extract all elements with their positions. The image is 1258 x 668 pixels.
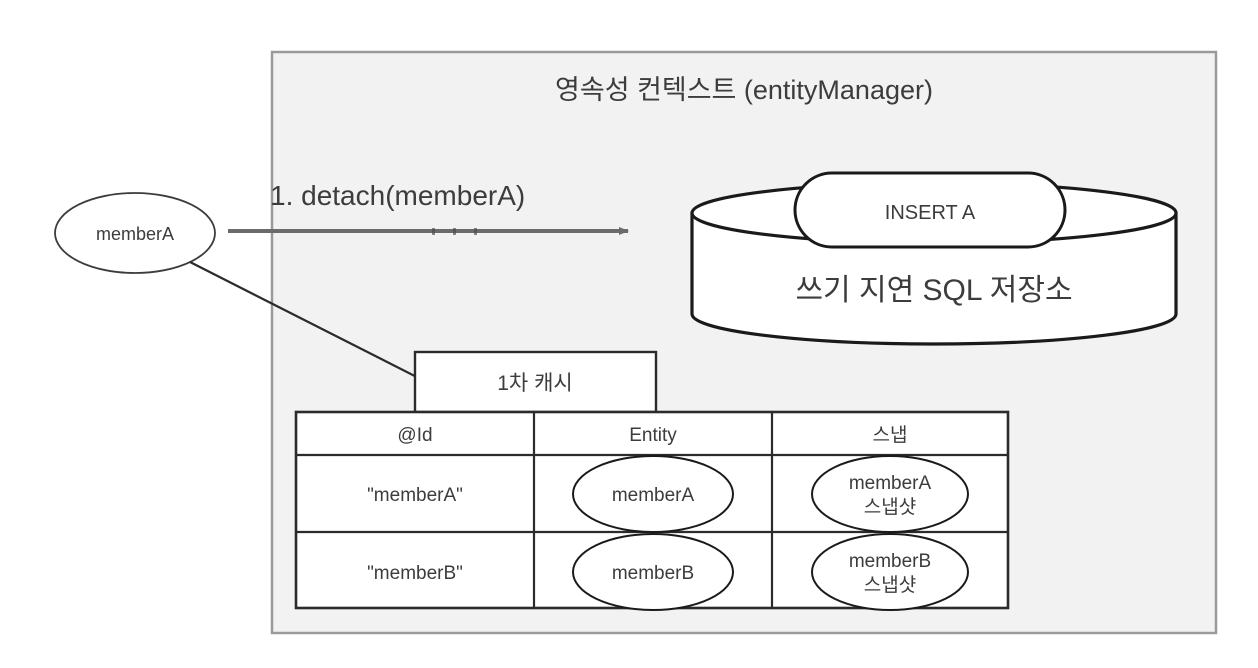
queued-sql-statement: INSERT A [793,171,1067,249]
cache-table-header-id: @Id [397,425,432,446]
cache-row-1-snapshot-ellipse [811,533,969,611]
cache-tab-box [413,350,658,414]
external-entity-label: memberA [96,224,174,244]
cache-row-0-snapshot-label-line1: memberA [849,473,932,494]
detach-arrow-label: 1. detach(memberA) [270,180,525,211]
persistence-context-title: 영속성 컨텍스트 (entityManager) [555,75,933,105]
cache-row-0-entity-label: memberA [612,485,695,506]
first-level-cache-tab: 1차 캐시 [413,350,658,414]
cache-table-header-snapshot: 스냅 [873,424,908,446]
sql-store-label: 쓰기 지연 SQL 저장소 [795,274,1072,307]
table-row: "memberA" memberA memberA 스냅샷 [367,455,969,533]
cache-row-0-entity-ellipse [572,455,734,533]
cache-tab-label: 1차 캐시 [497,372,572,395]
cache-row-0-id: "memberA" [367,485,463,506]
first-level-cache-table: @Id Entity 스냅 "memberA" memberA memberA … [294,410,1010,611]
cache-row-0-snapshot-label-line2: 스냅샷 [864,496,916,518]
detach-action: 1. detach(memberA) [228,180,629,235]
cache-row-1-snapshot-label-line1: memberB [849,551,931,572]
cache-row-0-snapshot-ellipse [811,455,969,533]
insert-statement-label: INSERT A [885,202,976,224]
external-entity-ellipse [54,192,216,274]
insert-statement-box [793,171,1067,249]
cache-row-1-snapshot-label-line2: 스냅샷 [864,574,916,596]
cache-row-1-entity-label: memberB [612,563,694,584]
external-entity-membera: memberA [54,192,216,274]
cylinder-body [690,211,1178,346]
table-row: "memberB" memberB memberB 스냅샷 [367,533,969,611]
cache-row-1-entity-ellipse [572,533,734,611]
arrow-tick-marks [432,228,477,235]
cache-row-1-id: "memberB" [367,563,463,584]
cache-table-header-entity: Entity [629,425,677,446]
